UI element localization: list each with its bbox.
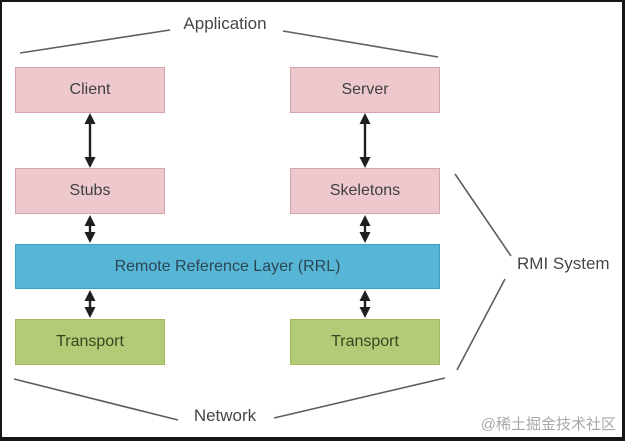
client-box: Client [15, 67, 165, 113]
network-brace-left-line [13, 378, 179, 421]
transport-right-label: Transport [331, 333, 399, 350]
rmi-system-brace-bottom-line [456, 278, 506, 371]
stubs-box-label: Stubs [69, 182, 111, 199]
server-box: Server [290, 67, 440, 113]
application-brace-right-line [282, 30, 439, 58]
rmi-system-brace-top-line [454, 173, 512, 257]
application-brace-left-line [19, 29, 171, 54]
network-brace-right-line [273, 377, 446, 419]
skeletons-box-label: Skeletons [329, 182, 401, 199]
rmi-system-label: RMI System [517, 254, 610, 273]
transport-left-box: Transport [15, 319, 165, 365]
arrow-client-stubs [84, 113, 96, 168]
transport-right-box: Transport [290, 319, 440, 365]
network-label: Network [193, 406, 257, 425]
server-box-label: Server [341, 81, 389, 98]
watermark-text: @稀土掘金技术社区 [480, 416, 616, 433]
transport-left-label: Transport [56, 333, 124, 350]
remote-reference-layer-label: Remote Reference Layer (RRL) [114, 257, 341, 275]
arrow-stubs-rrl [84, 215, 96, 243]
arrow-rrl-transport-right [359, 290, 371, 318]
stubs-box: Stubs [15, 168, 165, 214]
remote-reference-layer-box: Remote Reference Layer (RRL) [15, 244, 440, 289]
arrow-server-skeletons [359, 113, 371, 168]
arrow-rrl-transport-left [84, 290, 96, 318]
arrow-skeletons-rrl [359, 215, 371, 243]
client-box-label: Client [69, 81, 111, 98]
application-label: Application [183, 14, 267, 33]
skeletons-box: Skeletons [290, 168, 440, 214]
